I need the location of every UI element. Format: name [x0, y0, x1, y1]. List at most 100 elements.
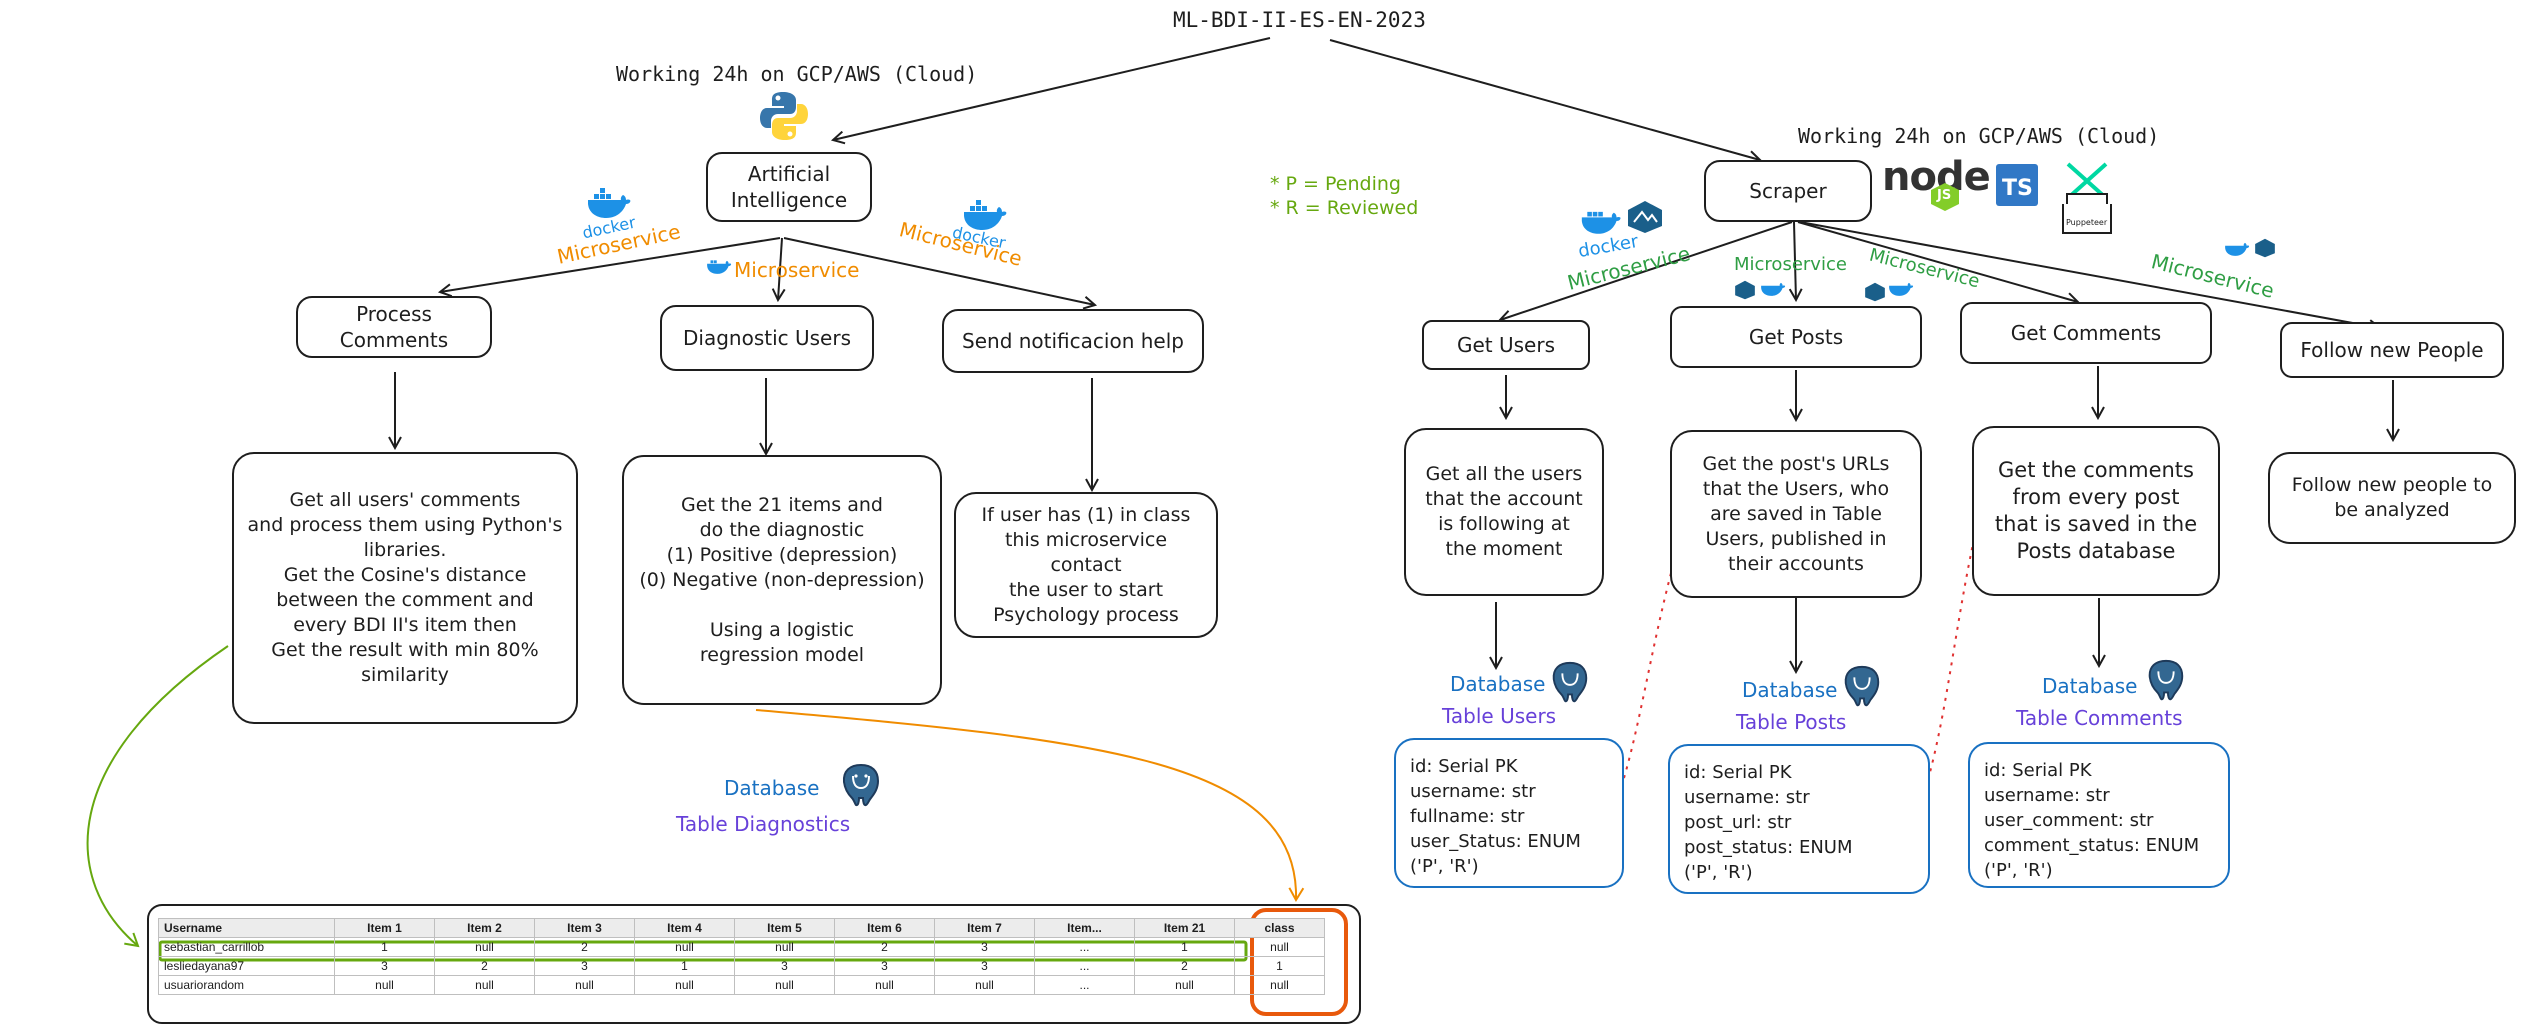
legend: * P = Pending * R = Reviewed — [1270, 172, 1418, 220]
process-comments-label: Process Comments — [339, 302, 449, 352]
column-header: Item... — [1034, 918, 1135, 938]
get-posts-label: Get Posts — [1748, 325, 1844, 349]
column-header: Item 3 — [534, 918, 635, 938]
comments-table-schema: id: Serial PK username: str user_comment… — [1968, 742, 2230, 888]
postgresql-icon — [2148, 659, 2184, 701]
table-cell: 1 — [1234, 956, 1325, 976]
table-cell: null — [1234, 975, 1325, 995]
table-cell: null — [1234, 937, 1325, 957]
arrow-scraper-to-follow — [1799, 221, 2380, 328]
table-cell: 2 — [434, 956, 535, 976]
table-cell: 3 — [534, 956, 635, 976]
send-help-label: Send notificacion help — [962, 329, 1184, 353]
table-cell: lesliedayana97 — [158, 956, 335, 976]
docker-icon — [588, 188, 631, 218]
process-comments-note: Get all users' comments and process them… — [232, 452, 578, 724]
ai-node[interactable]: Artificial Intelligence — [706, 152, 872, 222]
table-cell: null — [634, 937, 735, 957]
right-cloud-header: Working 24h on GCP/AWS (Cloud) — [1798, 124, 2160, 148]
table-cell: 1 — [1134, 937, 1235, 957]
posts-db-label: Database — [1742, 678, 1838, 702]
diagnostic-users-note: Get the 21 items and do the diagnostic (… — [622, 455, 942, 705]
docker-icon — [1761, 282, 1786, 296]
docker-icon — [2225, 242, 2250, 256]
arrow-title-to-ai — [833, 37, 1271, 140]
table-frame — [147, 904, 1361, 1024]
column-header: Item 5 — [734, 918, 835, 938]
typescript-icon: TS — [1996, 164, 2038, 206]
table-cell: 3 — [934, 956, 1035, 976]
column-header: Item 6 — [834, 918, 935, 938]
diagnostics-table: Username Item 1 Item 2 Item 3 Item 4 Ite… — [158, 918, 1325, 995]
column-header: class — [1234, 918, 1325, 938]
table-cell: null — [734, 937, 835, 957]
curve-diagnostic-to-class — [755, 709, 1305, 902]
puppeteer-body — [2062, 204, 2112, 234]
arrow-scraper-to-users — [1500, 221, 1793, 320]
follow-people-note: Follow new people to be analyzed — [2268, 452, 2516, 544]
send-help-note: If user has (1) in class this microservi… — [954, 492, 1218, 638]
get-posts-node[interactable]: Get Posts — [1670, 306, 1922, 368]
get-comments-node[interactable]: Get Comments — [1960, 302, 2212, 364]
column-header: Item 7 — [934, 918, 1035, 938]
table-row[interactable]: usuariorandom null null null null null n… — [158, 975, 1325, 995]
process-comments-node[interactable]: Process Comments — [296, 296, 492, 358]
curve-process-to-row — [86, 645, 229, 948]
send-help-node[interactable]: Send notificacion help — [942, 309, 1204, 373]
table-cell: 2 — [834, 937, 935, 957]
table-cell: null — [934, 975, 1035, 995]
page-title: ML-BDI-II-ES-EN-2023 — [1173, 8, 1426, 32]
table-cell: null — [734, 975, 835, 995]
docker-icon — [964, 200, 1007, 230]
diagnostic-users-node[interactable]: Diagnostic Users — [660, 305, 874, 371]
legend-reviewed: * R = Reviewed — [1270, 197, 1419, 219]
puppeteer-label: Puppeteer — [2066, 218, 2108, 227]
diagnostic-users-label: Diagnostic Users — [683, 326, 851, 350]
arrow-ai-to-process — [440, 237, 781, 292]
get-users-label: Get Users — [1456, 333, 1555, 357]
column-header: Item 4 — [634, 918, 735, 938]
postgresql-icon — [842, 763, 880, 807]
get-comments-note: Get the comments from every post that is… — [1972, 426, 2220, 596]
microservice-label: Microservice — [1734, 254, 1847, 275]
table-cell: null — [534, 975, 635, 995]
table-cell: ... — [1034, 937, 1135, 957]
table-cell: null — [1134, 975, 1235, 995]
docker-icon — [707, 260, 732, 274]
table-cell: 2 — [1134, 956, 1235, 976]
diagnostics-table-wrap: Username Item 1 Item 2 Item 3 Item 4 Ite… — [158, 918, 1325, 995]
users-db-label: Database — [1450, 672, 1546, 696]
table-cell: 1 — [634, 956, 735, 976]
table-row[interactable]: sebastian_carrillob 1 null 2 null null 2… — [158, 937, 1325, 957]
table-row[interactable]: lesliedayana97 3 2 3 1 3 3 3 ... 2 1 — [158, 956, 1325, 976]
table-cell: 3 — [834, 956, 935, 976]
aws-icon — [1628, 201, 1662, 233]
users-table-label: Table Users — [1442, 704, 1557, 728]
table-cell: ... — [1034, 956, 1135, 976]
aws-icon — [1865, 282, 1885, 302]
table-cell: null — [334, 975, 435, 995]
table-cell: sebastian_carrillob — [158, 937, 335, 957]
python-icon — [760, 92, 808, 140]
comments-table-label: Table Comments — [2016, 706, 2183, 730]
arrow-scraper-to-posts — [1794, 221, 1796, 300]
microservice-label: Microservice — [734, 258, 860, 282]
puppeteer-strings — [2066, 162, 2108, 209]
scraper-node[interactable]: Scraper — [1704, 160, 1872, 222]
table-cell: 1 — [334, 937, 435, 957]
table-cell: usuariorandom — [158, 975, 335, 995]
get-users-note: Get all the users that the account is fo… — [1404, 428, 1604, 596]
follow-people-node[interactable]: Follow new People — [2280, 322, 2504, 378]
aws-icon — [2255, 238, 2275, 258]
get-users-node[interactable]: Get Users — [1422, 320, 1590, 370]
get-posts-note: Get the post's URLs that the Users, who … — [1670, 430, 1922, 598]
docker-icon — [1889, 282, 1914, 296]
arrow-ai-to-diagnostic — [778, 237, 782, 300]
puppeteer-icon: Puppeteer — [2062, 160, 2112, 238]
arrow-title-to-scraper — [1329, 39, 1760, 160]
table-cell: 2 — [534, 937, 635, 957]
posts-table-schema: id: Serial PK username: str post_url: st… — [1668, 744, 1930, 894]
table-cell: 3 — [934, 937, 1035, 957]
users-table-schema: id: Serial PK username: str fullname: st… — [1394, 738, 1624, 888]
docker-icon — [1581, 211, 1621, 234]
